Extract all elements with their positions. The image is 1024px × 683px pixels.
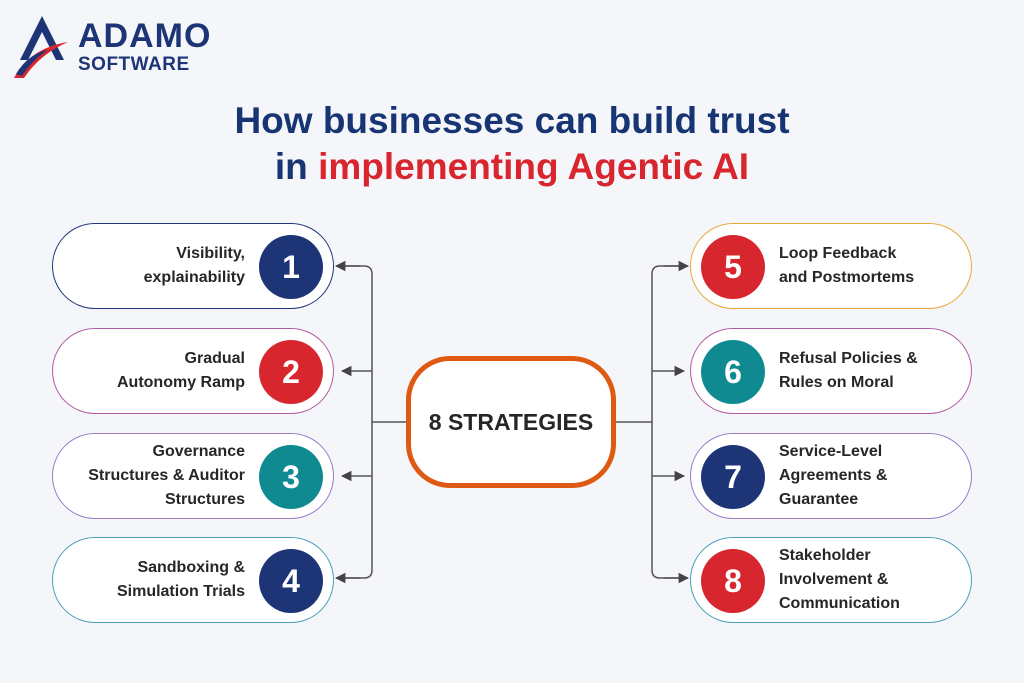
page-title: How businesses can build trust in implem… bbox=[0, 98, 1024, 190]
strategy-number-badge: 8 bbox=[701, 549, 765, 613]
strategy-label: Sandboxing & Simulation Trials bbox=[116, 559, 245, 600]
strategy-card-1: Visibility, explainability 1 bbox=[52, 223, 334, 309]
title-line-2: in implementing Agentic AI bbox=[0, 144, 1024, 190]
strategy-card-3: Governance Structures & Auditor Structur… bbox=[52, 433, 334, 519]
strategy-number-badge: 5 bbox=[701, 235, 765, 299]
strategy-number-badge: 7 bbox=[701, 445, 765, 509]
strategy-number-badge: 4 bbox=[259, 549, 323, 613]
logo-sub: SOFTWARE bbox=[78, 54, 190, 75]
logo-name: ADAMO bbox=[78, 17, 212, 55]
strategy-label: Loop Feedback and Postmortems bbox=[779, 245, 915, 286]
strategy-label: Visibility, explainability bbox=[143, 245, 245, 286]
right-bracket bbox=[651, 265, 682, 579]
strategy-number-badge: 2 bbox=[259, 340, 323, 404]
strategy-number-badge: 1 bbox=[259, 235, 323, 299]
adamo-logo: ADAMO SOFTWARE bbox=[12, 14, 242, 84]
title-line-2-prefix: in bbox=[274, 146, 319, 187]
strategy-card-2: Gradual Autonomy Ramp 2 bbox=[52, 328, 334, 414]
strategy-label: Gradual Autonomy Ramp bbox=[117, 350, 245, 391]
strategy-label: Governance Structures & Auditor Structur… bbox=[88, 443, 245, 508]
strategy-card-8: 8 Stakeholder Involvement & Communicatio… bbox=[690, 537, 972, 623]
center-label: 8 STRATEGIES bbox=[428, 408, 594, 435]
logo-mark-icon bbox=[14, 16, 68, 78]
strategy-label: Service-Level Agreements & Guarantee bbox=[779, 443, 888, 508]
title-accent: implementing Agentic AI bbox=[318, 146, 750, 187]
strategy-card-7: 7 Service-Level Agreements & Guarantee bbox=[690, 433, 972, 519]
strategy-number-badge: 3 bbox=[259, 445, 323, 509]
center-node: 8 STRATEGIES bbox=[406, 356, 616, 488]
title-line-1: How businesses can build trust bbox=[234, 100, 790, 141]
strategy-card-6: 6 Refusal Policies & Rules on Moral bbox=[690, 328, 972, 414]
left-bracket bbox=[342, 265, 373, 579]
strategy-number-badge: 6 bbox=[701, 340, 765, 404]
strategy-label: Stakeholder Involvement & Communication bbox=[779, 547, 900, 612]
strategy-card-5: 5 Loop Feedback and Postmortems bbox=[690, 223, 972, 309]
strategy-card-4: Sandboxing & Simulation Trials 4 bbox=[52, 537, 334, 623]
strategy-label: Refusal Policies & Rules on Moral bbox=[779, 350, 918, 391]
